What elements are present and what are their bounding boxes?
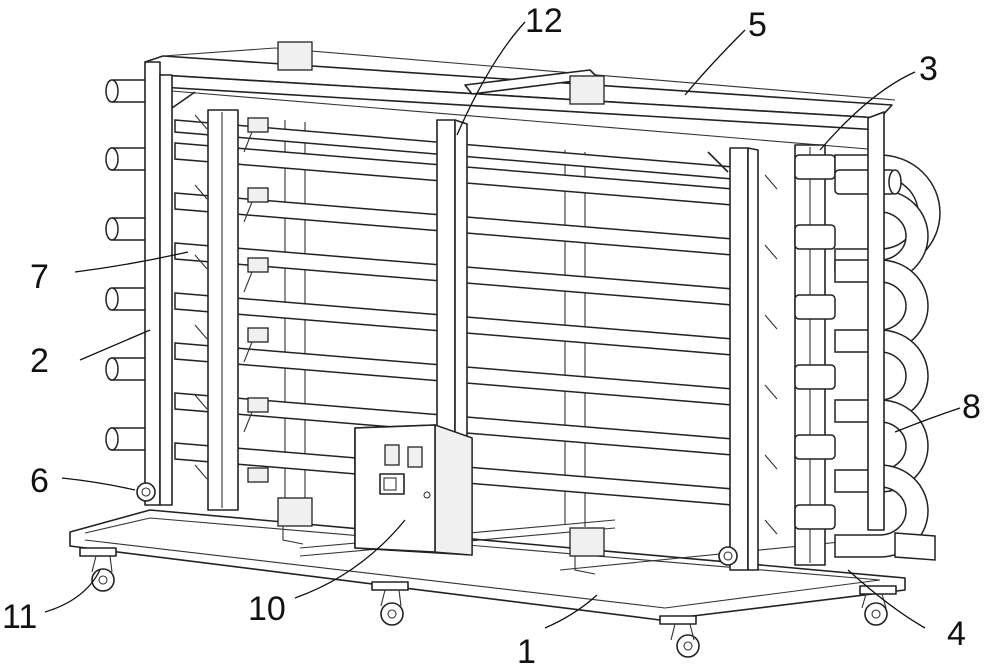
callout-label-11: 11 bbox=[2, 598, 37, 636]
leader-line-7 bbox=[74, 251, 189, 273]
leader-line-11 bbox=[44, 569, 101, 613]
u-bend-tubes bbox=[834, 154, 941, 561]
caster-wheel bbox=[79, 547, 117, 592]
callout-labels: 1 2 3 4 5 6 7 8 10 11 12 bbox=[2, 2, 981, 671]
callout-label-12: 12 bbox=[525, 2, 563, 40]
clamp-set bbox=[194, 114, 269, 483]
main-frame bbox=[144, 41, 896, 575]
leader-line-2 bbox=[79, 329, 151, 361]
manifold-nozzles bbox=[794, 154, 836, 530]
callout-label-4: 4 bbox=[947, 615, 966, 653]
callout-label-1: 1 bbox=[517, 633, 536, 671]
outlet-tube bbox=[894, 532, 936, 561]
control-box bbox=[354, 424, 473, 556]
caster-wheel bbox=[859, 585, 897, 626]
left-end-caps bbox=[105, 79, 149, 451]
leader-line-10 bbox=[294, 519, 406, 599]
leader-line-12 bbox=[456, 21, 526, 136]
leader-line-5 bbox=[684, 29, 746, 96]
drain-fittings bbox=[136, 482, 738, 566]
callout-label-10: 10 bbox=[248, 590, 286, 628]
callout-label-8: 8 bbox=[962, 388, 981, 426]
callout-label-3: 3 bbox=[919, 50, 938, 88]
callout-label-6: 6 bbox=[30, 462, 49, 500]
caster-wheel bbox=[371, 581, 409, 626]
callout-label-7: 7 bbox=[30, 258, 49, 296]
caster-wheel bbox=[659, 615, 700, 658]
right-manifold bbox=[764, 144, 836, 566]
leader-line-6 bbox=[61, 477, 136, 491]
leader-line-1 bbox=[544, 594, 598, 629]
leader-line-3 bbox=[819, 71, 916, 151]
leader-lines bbox=[44, 21, 961, 629]
left-manifold bbox=[194, 109, 269, 511]
leader-line-4 bbox=[847, 569, 926, 629]
base-frame bbox=[69, 509, 906, 621]
callout-label-5: 5 bbox=[748, 6, 767, 44]
callout-label-2: 2 bbox=[30, 342, 49, 380]
leader-line-8 bbox=[894, 407, 961, 433]
